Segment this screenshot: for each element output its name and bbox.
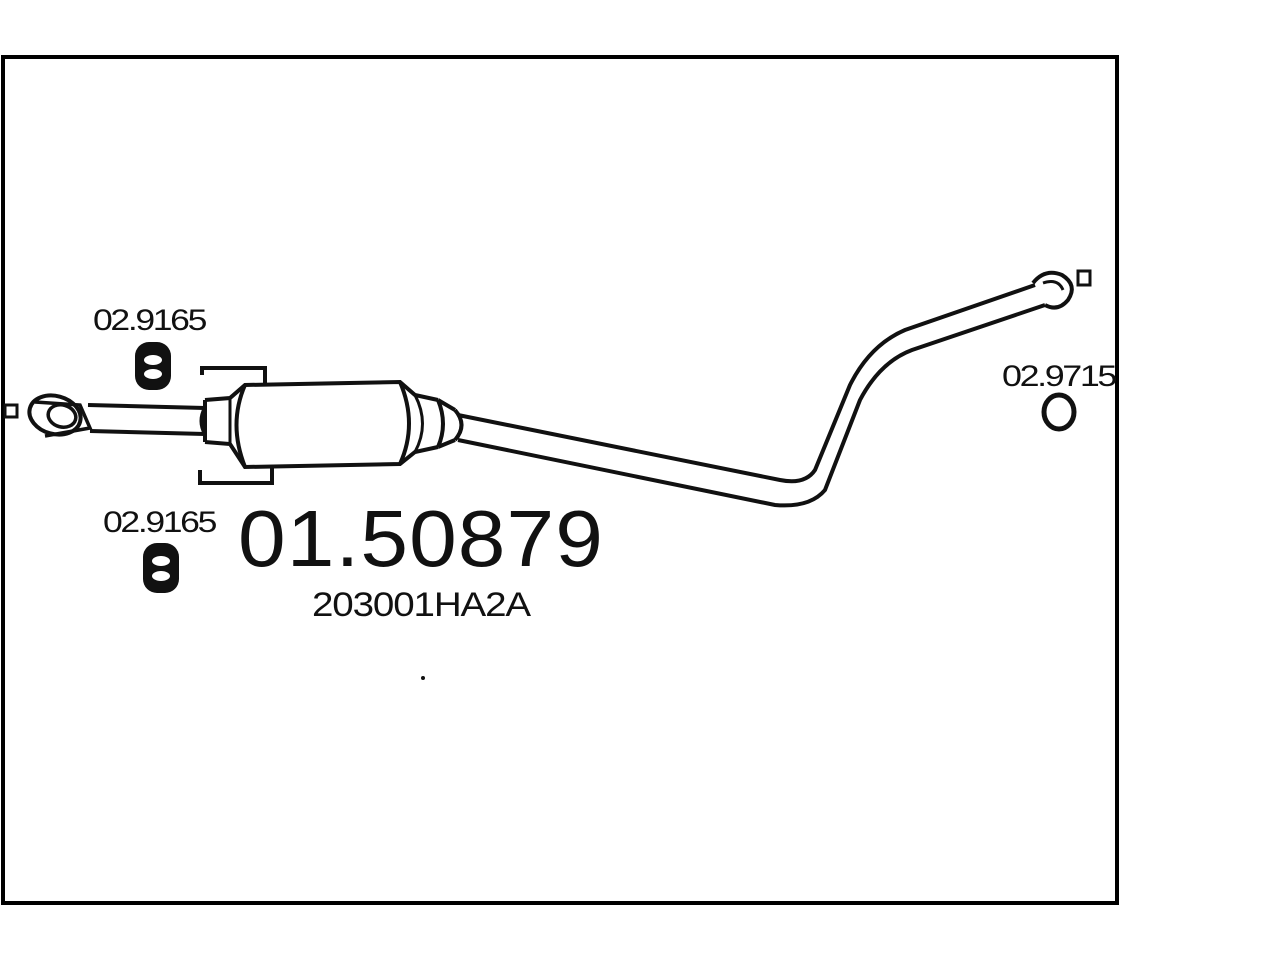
stray-dot bbox=[421, 676, 425, 680]
right-connector-marker bbox=[1076, 269, 1092, 287]
rubber-hanger-icon bbox=[135, 342, 171, 390]
outlet-end bbox=[1031, 269, 1092, 310]
hanger-bracket-top bbox=[200, 366, 267, 385]
rubber-hanger-icon bbox=[143, 543, 179, 593]
oem-number: 203001HA2A bbox=[312, 586, 531, 624]
middle-silencer-body bbox=[199, 379, 464, 470]
diagram-frame bbox=[1, 55, 1119, 905]
hanger-bottom-part-label: 02.9165 bbox=[103, 506, 217, 539]
inlet-flange bbox=[27, 393, 93, 438]
seal-ring-icon bbox=[1041, 392, 1077, 432]
main-part-number: 01.50879 bbox=[238, 494, 604, 583]
ring-part-label: 02.9715 bbox=[1002, 360, 1117, 393]
hanger-top-part-label: 02.9165 bbox=[93, 304, 207, 337]
tail-pipe bbox=[457, 283, 1046, 508]
left-connector-marker bbox=[3, 403, 19, 419]
inlet-pipe bbox=[87, 403, 206, 436]
hanger-bracket-bottom bbox=[198, 465, 274, 485]
